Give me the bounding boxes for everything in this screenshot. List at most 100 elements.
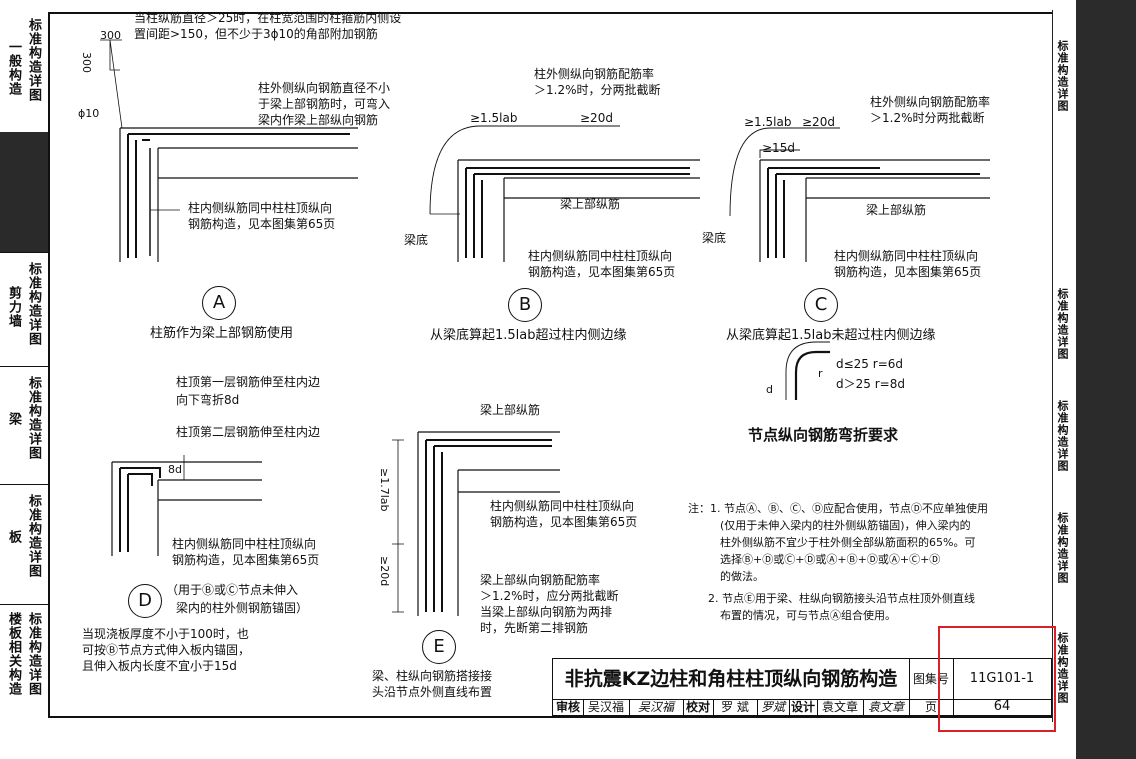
bend-diagram (785, 341, 830, 400)
dim-label: ≥1.7lab (378, 468, 391, 512)
detail-caption: 从梁底算起1.5lab未超过柱内侧边缘 (726, 328, 936, 343)
check-signature: 罗斌 (757, 699, 790, 715)
note-line: 2. 节点Ⓔ用于梁、柱纵向钢筋接头沿节点柱顶外侧直线 (708, 592, 975, 605)
note-line: (仅用于未伸入梁内的柱外侧纵筋锚固)，伸入梁内的 (720, 519, 971, 532)
dim-label: 300 (100, 29, 121, 42)
note-text: 梁上部纵筋 (560, 197, 621, 211)
dim-label: r (818, 367, 823, 380)
dim-label: ≥20d (580, 111, 613, 125)
bend-rule: d＞25 r=8d (836, 377, 905, 391)
tab-category-slab[interactable]: 板 (6, 530, 21, 544)
note-text: 柱外侧纵向钢筋配筋率 (534, 67, 655, 81)
right-tab-label[interactable]: 标准构造详图 (1056, 288, 1069, 360)
dim-label: ≥1.5lab (470, 111, 518, 125)
note-text: 柱内侧纵筋同中柱柱顶纵向 (490, 499, 635, 513)
note-text: 钢筋构造，见本图集第65页 (528, 265, 676, 279)
note-text: 可按Ⓑ节点方式伸入板内锚固， (82, 643, 251, 657)
note-text: 钢筋构造，见本图集第65页 (834, 265, 982, 279)
note-text: 钢筋构造，见本图集第65页 (172, 553, 320, 567)
right-tab-label[interactable]: 标准构造详图 (1056, 40, 1069, 112)
note-text: 柱顶第一层钢筋伸至柱内边 (176, 375, 321, 389)
note-text: 置间距>150，但不少于3ϕ10的角部附加钢筋 (134, 27, 378, 41)
detail-caption: 从梁底算起1.5lab超过柱内侧边缘 (430, 328, 627, 343)
detail-c-drawing (729, 127, 990, 262)
note-text: 柱内侧纵筋同中柱柱顶纵向 (172, 537, 317, 551)
design-name: 袁文章 (817, 699, 864, 715)
note-line: 注：1. 节点Ⓐ、Ⓑ、Ⓒ、Ⓓ应配合使用，节点Ⓓ不应单独使用 (688, 502, 988, 515)
detail-marker-d: D (128, 584, 162, 618)
check-label: 校对 (683, 699, 714, 715)
dim-label: ϕ10 (78, 107, 100, 120)
highlight-box (938, 626, 1056, 732)
tab-label[interactable]: 标准构造详图 (26, 376, 41, 460)
detail-d-drawing (111, 455, 262, 556)
note-text: 梁底 (404, 233, 429, 247)
bend-title: 节点纵向钢筋弯折要求 (748, 426, 899, 444)
note-text: 梁上部纵筋 (480, 403, 541, 417)
note-text: 钢筋构造，见本图集第65页 (490, 515, 638, 529)
detail-marker-e: E (422, 630, 456, 664)
right-tab-label[interactable]: 标准构造详图 (1056, 632, 1069, 704)
tab-label[interactable]: 标准构造详图 (26, 612, 41, 696)
detail-caption: 头沿节点外侧直线布置 (372, 685, 493, 699)
note-text: 钢筋构造，见本图集第65页 (188, 217, 336, 231)
note-text: 梁上部纵向钢筋配筋率 (480, 573, 601, 587)
detail-marker-a: A (202, 286, 236, 320)
note-text: 于梁上部钢筋时，可弯入 (258, 97, 391, 111)
tab-category-shear-wall[interactable]: 剪力墙 (6, 286, 21, 328)
dim-label: ≥15d (762, 141, 795, 155)
page-label: 页 (909, 699, 954, 715)
detail-marker-c: C (804, 288, 838, 322)
note-text: 柱外侧纵向钢筋配筋率 (870, 95, 991, 109)
note-text: ＞1.2%时分两批截断 (870, 111, 985, 125)
detail-caption: 梁、柱纵向钢筋搭接接 (372, 669, 493, 683)
note-text: 时，先断第二排钢筋 (480, 621, 589, 635)
detail-b-drawing (429, 125, 700, 262)
right-tab-label[interactable]: 标准构造详图 (1056, 512, 1069, 584)
note-line: 的做法。 (720, 570, 764, 583)
note-text: 柱内侧纵筋同中柱柱顶纵向 (188, 201, 333, 215)
note-text: 梁内的柱外侧钢筋锚固） (176, 601, 309, 615)
review-name: 吴汉福 (583, 699, 630, 715)
dim-label: ≥20d (378, 556, 391, 587)
review-label: 审核 (553, 699, 584, 715)
note-text: 当柱纵筋直径＞25时，在柱宽范围的柱箍筋内侧设 (134, 11, 402, 25)
note-text: 柱内侧纵筋同中柱柱顶纵向 (834, 249, 979, 263)
note-text: 柱外侧纵向钢筋直径不小 (258, 81, 391, 95)
detail-e-drawing (392, 431, 560, 616)
check-name: 罗 斌 (713, 699, 758, 715)
note-text: 梁底 (702, 231, 727, 245)
note-text: 当现浇板厚度不小于100时，也 (82, 627, 249, 641)
dim-label: 300 (80, 52, 93, 73)
review-signature: 吴汉福 (629, 699, 684, 715)
scan-dark-margin (1076, 0, 1136, 759)
tab-label[interactable]: 标准构造详图 (26, 18, 41, 102)
detail-marker-b: B (508, 288, 542, 322)
detail-a-drawing (100, 39, 358, 262)
note-text: （用于Ⓑ或Ⓒ节点未伸入 (166, 583, 299, 597)
note-text: 当梁上部纵向钢筋为两排 (480, 605, 613, 619)
tab-active-block (0, 132, 48, 252)
tab-category-general[interactable]: 一般构造 (6, 40, 21, 96)
dim-label: d (766, 383, 773, 396)
tab-label[interactable]: 标准构造详图 (26, 494, 41, 578)
title-block: 非抗震KZ边柱和角柱柱顶纵向钢筋构造 图集号 11G101-1 审核 吴汉福 吴… (552, 658, 1052, 716)
dim-label: ≥20d (802, 115, 835, 129)
tab-category-slab-related[interactable]: 楼板相关构造 (6, 612, 21, 696)
note-text: 梁内作梁上部纵向钢筋 (258, 113, 379, 127)
note-text: 梁上部纵筋 (866, 203, 927, 217)
drawing-title: 非抗震KZ边柱和角柱柱顶纵向钢筋构造 (553, 659, 910, 700)
note-text: 柱顶第二层钢筋伸至柱内边 (176, 425, 321, 439)
tab-label[interactable]: 标准构造详图 (26, 262, 41, 346)
note-text: 向下弯折8d (176, 393, 240, 407)
right-tab-strip (1052, 10, 1077, 722)
tab-category-beam[interactable]: 梁 (6, 412, 21, 426)
bend-rule: d≤25 r=6d (836, 357, 903, 371)
note-text: ＞1.2%时，分两批截断 (534, 83, 661, 97)
note-text: 柱内侧纵筋同中柱柱顶纵向 (528, 249, 673, 263)
note-line: 布置的情况，可与节点Ⓐ组合使用。 (720, 609, 896, 622)
right-tab-label[interactable]: 标准构造详图 (1056, 400, 1069, 472)
atlas-number: 11G101-1 (953, 659, 1051, 700)
note-text: 且伸入板内长度不宜小于15d (82, 659, 237, 673)
